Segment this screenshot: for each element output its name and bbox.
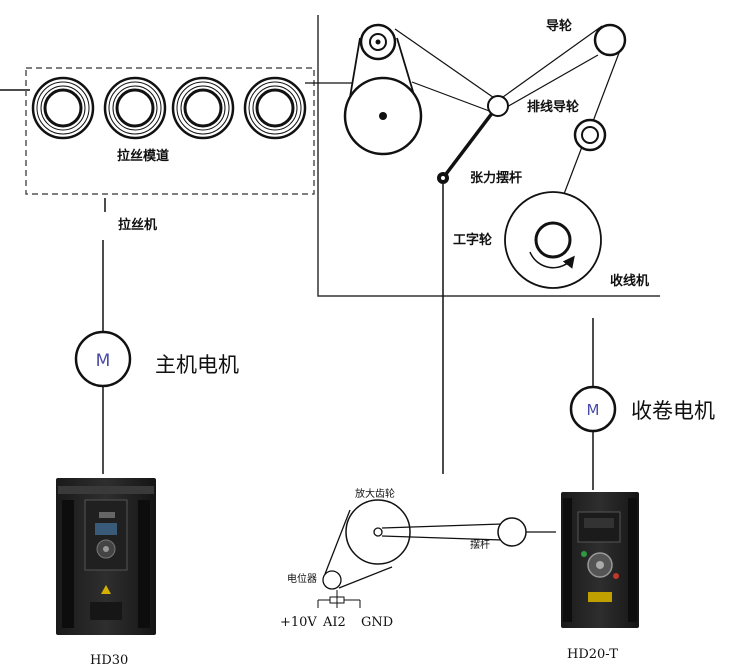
potentiometer-knob <box>322 570 342 590</box>
capstan-reel-4 <box>243 76 307 140</box>
main-motor-label: 主机电机 <box>155 353 239 377</box>
take-up-machine-label: 收线机 <box>610 273 649 289</box>
capstan-reel-2 <box>103 76 167 140</box>
inverter-hd20t-label: HD20-T <box>567 647 618 662</box>
terminal-ai2: AI2 <box>322 615 346 630</box>
swing-rod-label: 摆杆 <box>470 538 490 551</box>
belt-drive <box>343 23 423 156</box>
capstan-reel-3 <box>171 76 235 140</box>
terminal-gnd: GND <box>361 615 393 630</box>
gear <box>345 499 411 565</box>
gear-label: 放大齿轮 <box>355 487 395 500</box>
gear-assembly <box>317 499 556 608</box>
dancer-wheel <box>487 95 509 117</box>
swing-rod-wheel <box>497 517 527 547</box>
terminal-10v: +10V <box>280 615 317 630</box>
tension-arm <box>441 106 498 180</box>
potentiometer-label: 电位器 <box>287 572 317 585</box>
inverter-hd30-label: HD30 <box>90 653 128 668</box>
swing-rod-lower <box>381 535 503 541</box>
drawing-mold-label: 拉丝模道 <box>117 148 169 164</box>
inverter-hd20t <box>561 492 639 628</box>
take-up-frame <box>317 15 660 297</box>
capstan-reels <box>31 76 307 140</box>
capstan-reel-1 <box>31 76 95 140</box>
traverse-guide-wheel <box>573 118 607 152</box>
guide-wheel <box>593 23 627 57</box>
main-motor-m: M <box>96 351 111 371</box>
winding-motor-label: 收卷电机 <box>631 399 715 423</box>
drawing-machine-label: 拉丝机 <box>118 217 157 233</box>
inverter-hd30 <box>56 478 156 635</box>
spool <box>504 191 602 289</box>
drawing-mold-box <box>25 67 315 195</box>
spool-label: 工字轮 <box>453 232 492 248</box>
guide-wheel-label: 导轮 <box>546 18 572 34</box>
swing-rod-upper <box>381 523 503 529</box>
tension-arm-label: 张力摆杆 <box>470 170 522 186</box>
traverse-guide-wheel-label: 排线导轮 <box>527 99 579 115</box>
winding-motor-m: M <box>587 401 600 419</box>
